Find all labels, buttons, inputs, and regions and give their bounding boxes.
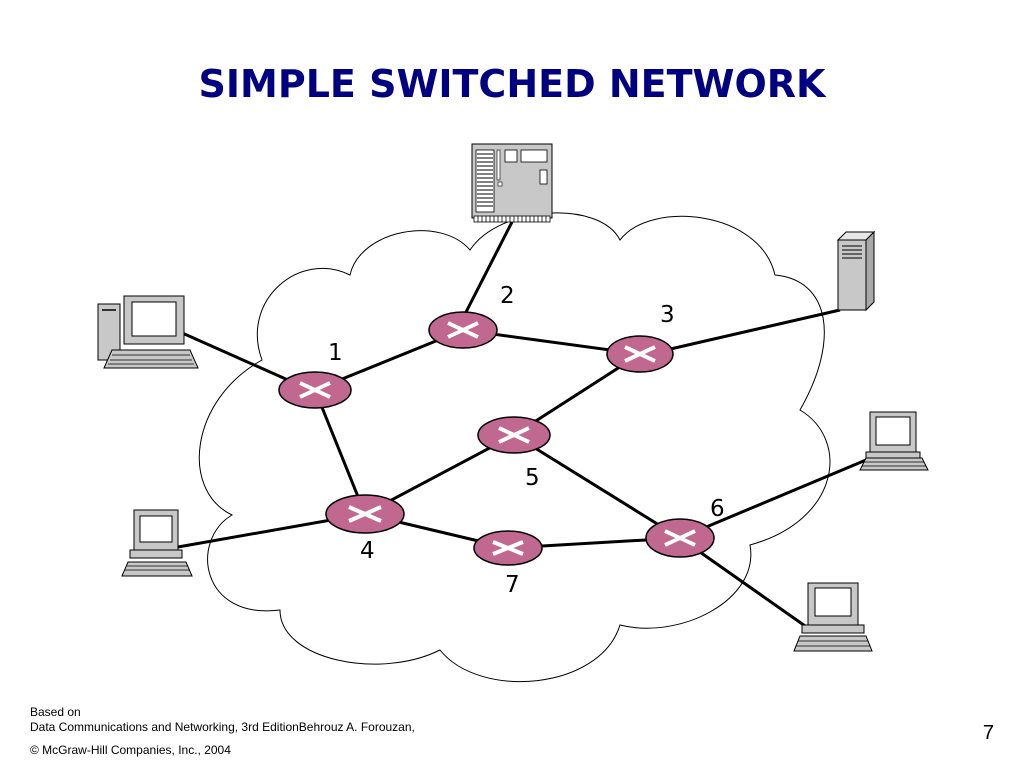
switch-cross [492,540,524,556]
credit-line-book: Data Communications and Networking, 3rd … [30,720,415,734]
mainframe-icon [471,143,553,223]
switch-cross [624,345,656,363]
computer-terminal-icon [121,509,193,577]
switch-6 [645,518,715,558]
page-number: 7 [982,722,994,744]
switch-7 [473,530,543,566]
link-workstation-right-6 [679,458,867,540]
switch-label-3: 3 [660,302,675,328]
switch-2 [428,311,498,349]
switch-cross [348,505,382,523]
switch-3 [606,335,674,373]
link-1-4 [313,389,367,515]
switch-5 [477,416,551,454]
computer-terminal-icon [859,411,929,471]
link-5-6 [513,433,681,540]
switch-label-2: 2 [500,283,515,309]
link-mainframe-2 [461,221,514,319]
switch-label-6: 6 [710,496,725,522]
slide-title: SIMPLE SWITCHED NETWORK [198,62,826,106]
source-credit: Based on Data Communications and Network… [30,705,415,758]
desktop-computer-icon [97,295,199,369]
switch-4 [325,494,405,534]
link-server-3 [639,308,841,358]
switch-cross [664,529,696,547]
credit-line-based-on: Based on [30,705,81,719]
switch-label-1: 1 [328,340,343,366]
server-tower-icon [836,230,876,312]
network-diagram: 1 2 3 4 5 6 7 [97,143,929,683]
switch-cross [498,426,530,444]
switch-cross [299,381,331,399]
switch-1 [278,371,352,409]
credit-line-copyright: © McGraw-Hill Companies, Inc., 2004 [30,743,231,757]
switch-label-5: 5 [525,465,540,491]
switch-cross [447,321,479,339]
computer-terminal-icon [793,582,873,652]
switch-label-4: 4 [360,538,375,564]
switch-label-7: 7 [505,572,520,598]
